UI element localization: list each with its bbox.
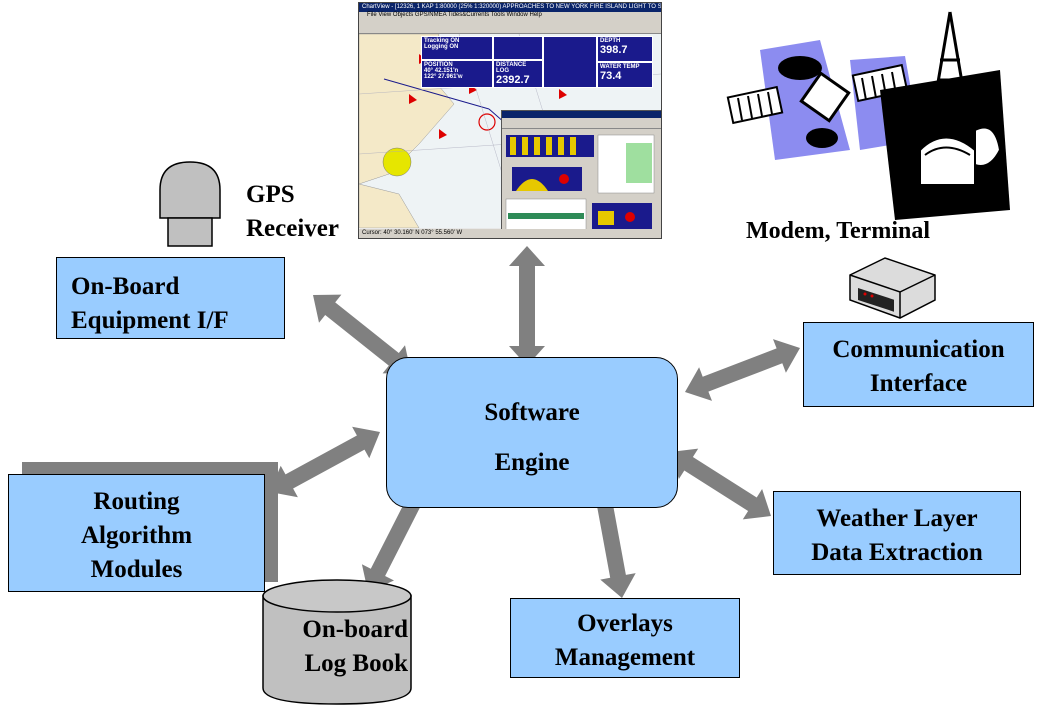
gps-receiver-label: GPS Receiver: [246, 178, 339, 246]
communication-interface-box: Communication Interface: [803, 322, 1034, 407]
modem-terminal-label: Modem, Terminal: [746, 218, 930, 244]
tides-subwindow: [501, 110, 661, 238]
tides-subwindow-titlebar: [502, 111, 661, 118]
arrow-engine-screenshot: [509, 246, 545, 366]
distance-value: 2392.7: [496, 74, 530, 86]
arrow-engine-routing: [270, 426, 380, 498]
software-engine-line2: Engine: [494, 449, 570, 476]
software-engine-box: Software Engine: [386, 357, 678, 508]
logbook-label: On-board Log Book: [268, 613, 408, 681]
overlays-line1: Overlays: [577, 610, 673, 637]
depth-value: 398.7: [600, 44, 628, 56]
arrow-engine-weather: [670, 448, 771, 520]
tides-graphs: [505, 134, 655, 236]
onboard-equipment-box: On-Board Equipment I/F: [56, 257, 285, 339]
software-engine-line1: Software: [484, 399, 580, 426]
routing-line2: Algorithm: [80, 521, 193, 549]
depth-label: DEPTH: [600, 38, 621, 44]
status-panel: Tracking ON Logging ON: [421, 36, 493, 60]
weather-layer-box: Weather Layer Data Extraction: [773, 491, 1021, 575]
water-temp-value: 73.4: [600, 70, 622, 82]
position-lat: 40° 42.151'n: [424, 68, 459, 74]
screenshot-titlebar: ChartView - [12326, 1 KAP 1:80000 (25% 1…: [359, 3, 661, 12]
logbook-line2: Log Book: [304, 649, 408, 677]
routing-line1: Routing: [93, 488, 180, 515]
screenshot-menubar: File View Objects GPS/NMEA Tides&Current…: [359, 12, 661, 19]
connector-arrows: [509, 246, 545, 366]
tracking-status: Tracking ON: [424, 38, 460, 44]
routing-algorithm-box: Routing Algorithm Modules: [8, 474, 265, 592]
communication-line2: Interface: [869, 369, 968, 397]
overlays-line2: Management: [554, 643, 696, 671]
distance-label: DISTANCE LOG: [496, 62, 527, 74]
logbook-line1: On-board: [302, 616, 408, 643]
weather-line1: Weather Layer: [816, 505, 978, 532]
course-plot-panel: [543, 36, 597, 88]
position-panel: POSITION 40° 42.151'n 122° 27.961'w: [421, 60, 493, 88]
water-temp-panel: WATER TEMP 73.4: [597, 62, 653, 88]
chart-software-screenshot: ChartView - [12326, 1 KAP 1:80000 (25% 1…: [358, 2, 662, 239]
water-temp-label: WATER TEMP: [600, 64, 640, 70]
tides-subwindow-toolbar: [502, 118, 661, 129]
onboard-equipment-line2: Equipment I/F: [71, 306, 229, 334]
screenshot-toolbar: [359, 19, 661, 34]
position-lon: 122° 27.961'w: [424, 74, 463, 80]
onboard-equipment-line1: On-Board: [71, 273, 180, 300]
overlays-management-box: Overlays Management: [510, 598, 740, 678]
depth-panel: DEPTH 398.7: [597, 36, 653, 62]
routing-line3: Modules: [90, 555, 183, 583]
gps-label-line2: Receiver: [246, 214, 339, 242]
compass-panel: [493, 36, 543, 60]
arrow-engine-onboard: [313, 294, 411, 374]
weather-line2: Data Extraction: [811, 538, 983, 566]
arrow-engine-overlays: [586, 478, 636, 598]
gps-label-line1: GPS: [246, 181, 295, 208]
screenshot-statusbar: Cursor: 40° 30.160' N 073° 55.560' W: [359, 229, 661, 238]
distance-panel: DISTANCE LOG 2392.7: [493, 60, 543, 88]
arrow-engine-communication: [685, 339, 800, 401]
logging-status: Logging ON: [424, 44, 459, 50]
position-label: POSITION: [424, 62, 453, 68]
communication-line1: Communication: [832, 336, 1005, 363]
